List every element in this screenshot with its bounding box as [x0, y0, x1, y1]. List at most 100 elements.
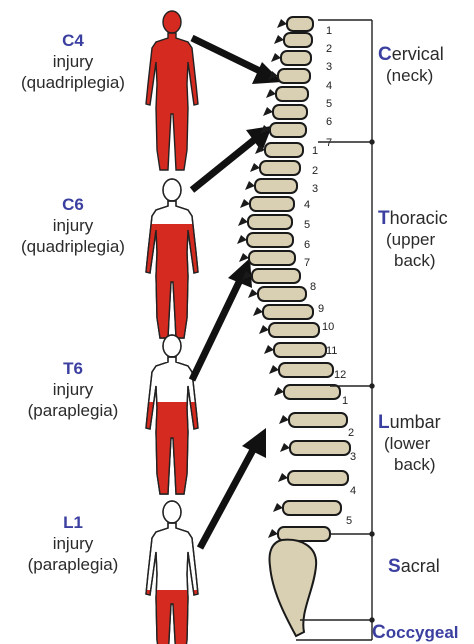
- spinous-process: [266, 89, 276, 98]
- injury-level: C4: [0, 30, 146, 51]
- spinous-process: [279, 415, 289, 424]
- vertebra-number: 5: [346, 515, 352, 527]
- vertebra: [265, 143, 303, 157]
- injury-level: L1: [0, 512, 146, 533]
- region-description: (lower: [378, 433, 441, 454]
- spinous-process: [278, 473, 288, 482]
- vertebra: [274, 343, 326, 357]
- vertebra-number: 1: [326, 25, 332, 37]
- vertebra-number: 3: [350, 451, 356, 463]
- injury-label-t6: T6 injury (paraplegia): [0, 358, 146, 421]
- spinous-process: [280, 443, 290, 452]
- vertebra: [255, 179, 297, 193]
- spinous-process: [250, 163, 260, 172]
- arrow-l1: [200, 448, 254, 548]
- injury-type: (quadriplegia): [0, 72, 146, 93]
- region-initial: C: [378, 44, 392, 65]
- vertebra: [278, 69, 310, 83]
- vertebra-number: 5: [304, 219, 310, 231]
- region-lumbar: Lumbar (lower back): [378, 412, 441, 475]
- vertebra: [276, 87, 308, 101]
- vertebra-number: 4: [350, 485, 356, 497]
- vertebra: [287, 17, 313, 31]
- spinous-process: [277, 19, 287, 28]
- vertebra: [252, 269, 300, 283]
- injury-label-c4: C4 injury (quadriplegia): [0, 30, 146, 93]
- spinous-process: [268, 529, 278, 538]
- injury-word: injury: [0, 533, 146, 554]
- injury-label-l1: L1 injury (paraplegia): [0, 512, 146, 575]
- spinous-process: [238, 217, 248, 226]
- injury-level: C6: [0, 194, 146, 215]
- vertebra-number: 8: [310, 281, 316, 293]
- arrow-c4: [192, 38, 262, 72]
- vertebra: [247, 233, 293, 247]
- injury-word: injury: [0, 379, 146, 400]
- region-name-rest: umbar: [390, 412, 441, 432]
- figure-c4: [146, 11, 198, 170]
- region-description: (upper: [378, 229, 448, 250]
- vertebra-number: 2: [312, 165, 318, 177]
- vertebra: [270, 123, 306, 137]
- spinous-process: [264, 345, 274, 354]
- figure-c6: [146, 179, 198, 338]
- spinous-process: [274, 387, 284, 396]
- region-name-rest: ervical: [392, 44, 444, 64]
- vertebra: [283, 501, 341, 515]
- injury-word: injury: [0, 215, 146, 236]
- region-initial: S: [388, 556, 401, 577]
- spinous-process: [240, 199, 250, 208]
- vertebra-number: 3: [312, 183, 318, 195]
- vertebra: [288, 471, 348, 485]
- region-initial: C: [372, 622, 386, 643]
- figure-t6: [146, 335, 198, 494]
- region-name-rest: horacic: [390, 208, 448, 228]
- spinous-process: [248, 289, 258, 298]
- arrow-c6: [192, 140, 254, 190]
- region-name-rest: acral: [401, 556, 440, 576]
- vertebra: [260, 161, 300, 175]
- spinous-process: [271, 53, 281, 62]
- region-sacral: Sacral: [388, 556, 440, 577]
- vertebra: [248, 215, 292, 229]
- vertebra: [284, 385, 340, 399]
- arrow-t6: [192, 280, 240, 380]
- vertebra-number: 4: [304, 199, 310, 211]
- spinous-process: [253, 307, 263, 316]
- spinous-process: [263, 107, 273, 116]
- vertebra-number: 9: [318, 303, 324, 315]
- sacrum: [270, 540, 317, 636]
- region-description: (neck): [378, 65, 444, 86]
- injury-type: (quadriplegia): [0, 236, 146, 257]
- vertebra: [273, 105, 307, 119]
- injury-label-c6: C6 injury (quadriplegia): [0, 194, 146, 257]
- vertebra: [269, 323, 319, 337]
- vertebra: [281, 51, 311, 65]
- vertebra: [289, 413, 347, 427]
- region-name-rest: occygeal: [386, 623, 459, 642]
- vertebra-number: 5: [326, 98, 332, 110]
- region-initial: L: [378, 412, 390, 433]
- injury-level: T6: [0, 358, 146, 379]
- vertebra-number: 4: [326, 80, 332, 92]
- vertebra: [249, 251, 295, 265]
- vertebra-number: 10: [322, 321, 334, 333]
- figure-l1: [146, 501, 198, 644]
- vertebra: [250, 197, 294, 211]
- vertebra-number: 2: [348, 427, 354, 439]
- injury-type: (paraplegia): [0, 400, 146, 421]
- vertebra-number: 7: [304, 257, 310, 269]
- region-description: back): [378, 250, 448, 271]
- vertebra-number: 2: [326, 43, 332, 55]
- spinous-process: [237, 235, 247, 244]
- region-coccygeal: Coccygeal: [372, 622, 459, 643]
- cervical-numbers: 1 2 3 4 5 6 7: [326, 25, 332, 149]
- vertebra-number: 7: [326, 137, 332, 149]
- vertebra-number: 6: [326, 116, 332, 128]
- vertebra: [284, 33, 312, 47]
- injury-type: (paraplegia): [0, 554, 146, 575]
- region-initial: T: [378, 208, 390, 229]
- spinous-process: [259, 325, 269, 334]
- vertebra-number: 6: [304, 239, 310, 251]
- vertebra-number: 1: [342, 395, 348, 407]
